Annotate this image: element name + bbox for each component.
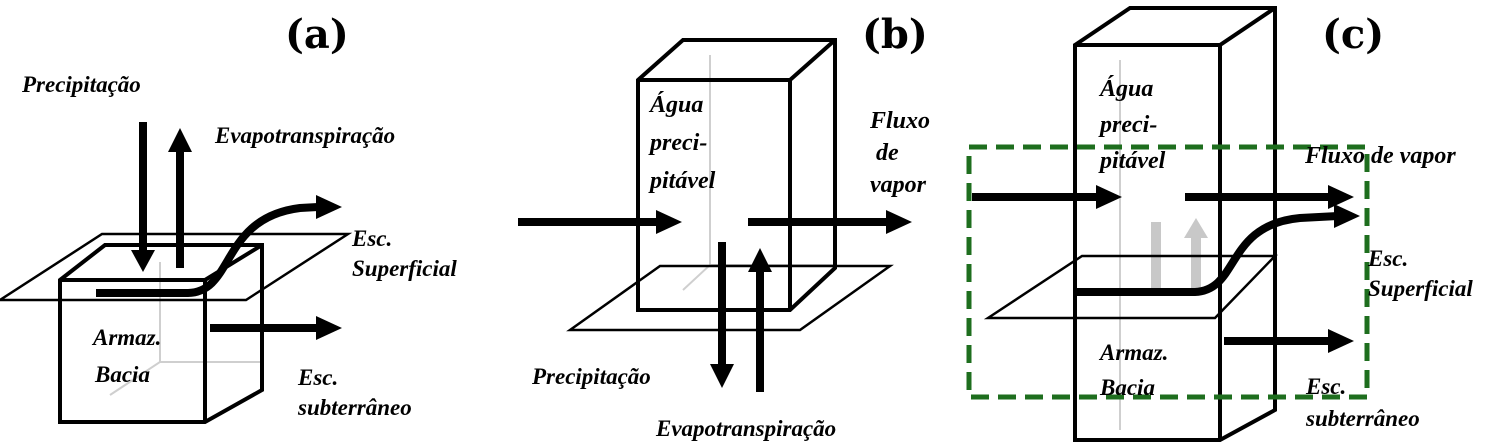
storage-label-a-1: Armaz. xyxy=(91,325,161,350)
panel-c: (c) Água xyxy=(966,6,1473,442)
evapotranspiration-arrow-a xyxy=(168,128,192,268)
water-label-b-2: preci- xyxy=(648,130,707,156)
ghost-arrow-up-head-c xyxy=(1184,218,1208,238)
vapor-flux-label-b-1: Fluxo xyxy=(869,108,930,134)
water-label-b-1: Água xyxy=(648,92,703,118)
ghost-arrow-up-c xyxy=(1191,234,1201,294)
panel-a-title: (a) xyxy=(285,11,349,58)
vapor-outflow-arrow-b xyxy=(748,210,912,234)
vapor-outflow-arrow-c xyxy=(1185,185,1354,209)
water-label-c-1: Água xyxy=(1098,76,1153,102)
evapotranspiration-label-b: Evapotranspiração xyxy=(655,416,836,441)
storage-label-c-2: Bacia xyxy=(1099,375,1155,400)
vapor-flux-label-b-3: vapor xyxy=(870,172,927,198)
evapotranspiration-label-a: Evapotranspiração xyxy=(214,123,395,148)
control-volume-dashed-box xyxy=(966,144,1370,400)
panel-b-title: (b) xyxy=(862,11,928,58)
subsurface-label-a-1: Esc. xyxy=(297,365,338,390)
cube-a-outline xyxy=(58,243,264,424)
surface-runoff-arrow-a xyxy=(96,195,342,297)
subsurface-label-a-2: subterrâneo xyxy=(297,395,412,420)
precipitation-label-a: Precipitação xyxy=(21,72,141,97)
surface-runoff-label-a-1: Esc. xyxy=(351,226,392,251)
box-c-front-edges xyxy=(1075,6,1277,440)
vapor-inflow-arrow-b xyxy=(518,210,682,234)
subsurface-label-c-2: subterrâneo xyxy=(1305,406,1420,431)
subsurface-label-c-1: Esc. xyxy=(1305,374,1346,399)
vapor-flux-label-c: Fluxo de vapor xyxy=(1304,143,1456,169)
storage-label-a-2: Bacia xyxy=(94,362,150,387)
vapor-inflow-arrow-c xyxy=(972,185,1122,209)
precipitation-label-b: Precipitação xyxy=(531,364,651,389)
surface-runoff-label-a-2: Superficial xyxy=(352,256,457,281)
box-b-outline xyxy=(636,38,837,312)
vapor-flux-label-b-2: de xyxy=(876,140,899,166)
panel-b: (b) Água preci- pitável Fluxo xyxy=(518,11,930,441)
water-label-b-3: pitável xyxy=(648,168,716,194)
surface-plane-b xyxy=(566,264,894,332)
surface-runoff-arrow-c xyxy=(1075,204,1360,296)
water-label-c-2: preci- xyxy=(1098,112,1157,138)
panel-c-title: (c) xyxy=(1322,11,1384,58)
box-c-outline xyxy=(1073,6,1277,442)
surface-runoff-label-c-1: Esc. xyxy=(1367,246,1408,271)
evapotranspiration-arrow-b xyxy=(748,248,772,392)
subsurface-arrow-a xyxy=(210,316,342,340)
surface-runoff-label-c-2: Superficial xyxy=(1368,276,1473,301)
panel-a: (a) Precipitação Evapotranspiração xyxy=(0,11,457,424)
precipitation-arrow-a xyxy=(131,122,155,272)
cube-a-front-edges xyxy=(60,243,264,422)
surface-plane-a xyxy=(0,232,353,302)
subsurface-arrow-c xyxy=(1224,329,1354,353)
precipitation-arrow-b xyxy=(710,242,734,388)
box-b-front-edges xyxy=(638,38,837,310)
water-label-c-3: pitável xyxy=(1098,148,1166,174)
storage-label-c-1: Armaz. xyxy=(1098,340,1168,365)
